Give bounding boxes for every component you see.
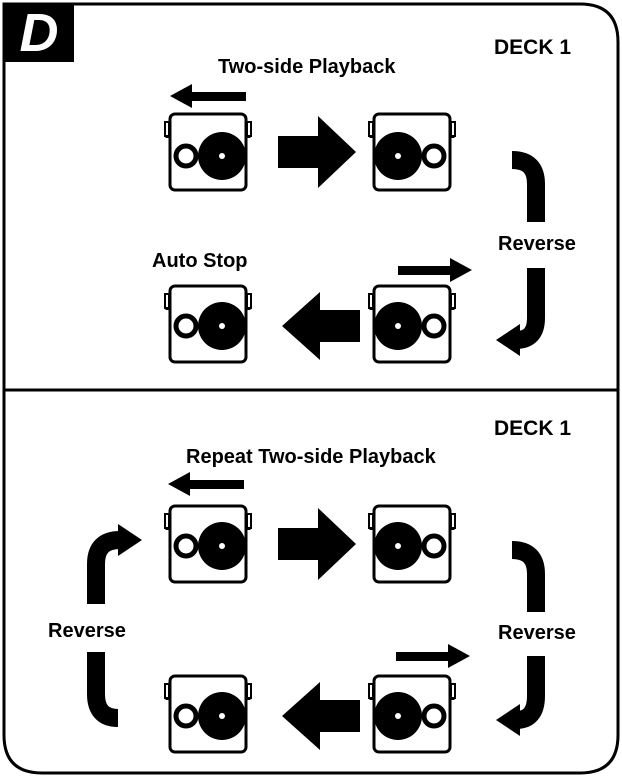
badge-box: [4, 4, 74, 62]
direction-arrow-right-icon: [396, 644, 470, 668]
panel-title: Two-side Playback: [218, 56, 396, 78]
transition-arrow-right-icon: [278, 116, 356, 188]
deck-label: DECK 1: [494, 36, 572, 59]
reverse-arrow-icon: [496, 151, 545, 356]
direction-arrow-right-icon: [398, 258, 472, 282]
direction-arrow-left-icon: [170, 84, 246, 108]
reverse-label: Reverse: [498, 622, 576, 644]
direction-arrow-left-icon: [168, 472, 244, 496]
auto-stop-label: Auto Stop: [152, 250, 248, 272]
reverse-arrow-icon: [496, 541, 545, 736]
cassette-icon: [367, 504, 457, 584]
section-badge-letter: D: [19, 3, 59, 63]
reverse-label: Reverse: [48, 620, 126, 642]
panel-title: Repeat Two-side Playback: [186, 446, 436, 468]
transition-arrow-left-icon: [282, 682, 360, 750]
transition-arrow-right-icon: [278, 508, 356, 580]
transition-arrow-left-icon: [282, 292, 360, 360]
reverse-arrow-icon: [87, 524, 142, 727]
cassette-icon: [367, 112, 457, 192]
cassette-icon: [367, 674, 457, 754]
cassette-icon: [163, 504, 253, 584]
cassette-icon: [163, 674, 253, 754]
deck-label: DECK 1: [494, 417, 572, 440]
cassette-icon: [367, 284, 457, 364]
cassette-icon: [163, 112, 253, 192]
cassette-icon: [163, 284, 253, 364]
reverse-label: Reverse: [498, 233, 576, 255]
